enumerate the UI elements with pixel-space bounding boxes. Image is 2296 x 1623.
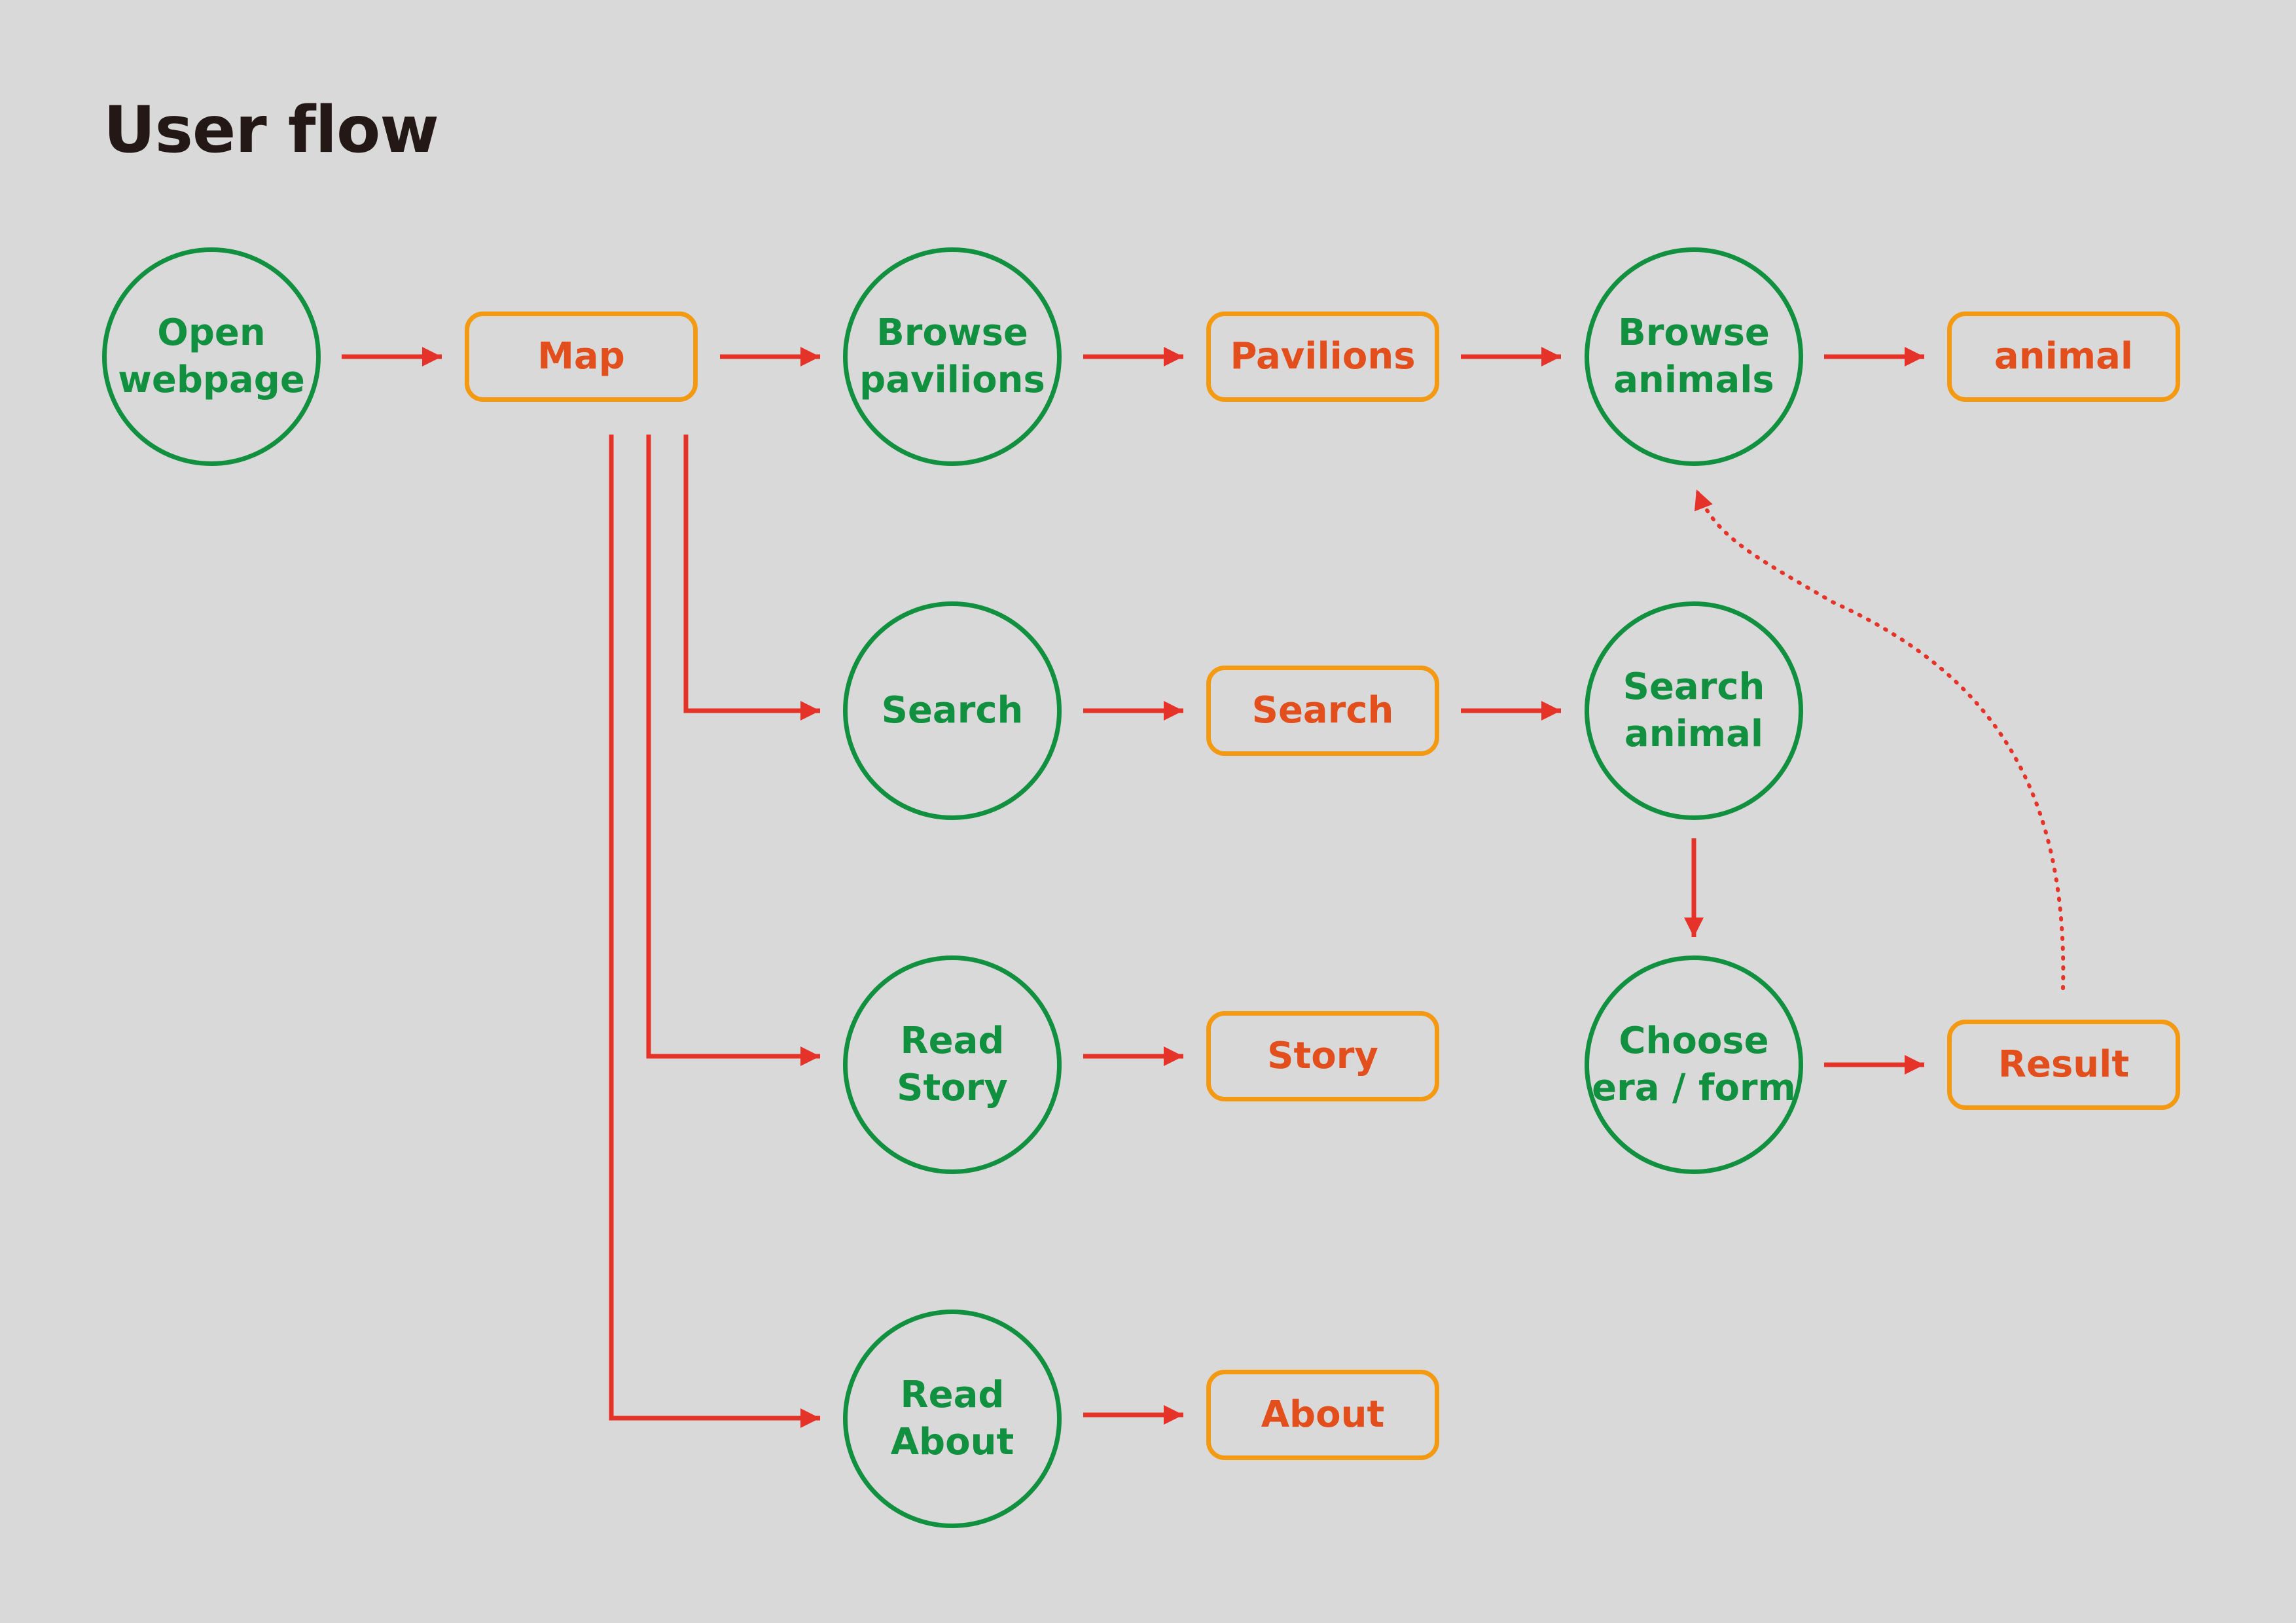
node-open-webpage[interactable]: Open webpage [102,247,321,466]
screen-map-label: Map [537,335,625,378]
node-browse-pavilions-label: Browse pavilions [859,312,1045,401]
edge-map-to-read-about [609,435,820,1428]
screen-map[interactable]: Map [465,312,698,402]
node-read-about[interactable]: Read About [843,1310,1062,1528]
edge-map-to-search [683,435,820,721]
screen-result-label: Result [1998,1043,2130,1086]
node-search[interactable]: Search [843,601,1062,820]
node-search-animal-label: Search animal [1623,666,1765,755]
screen-about[interactable]: About [1206,1370,1439,1460]
node-choose-era-form[interactable]: Choose era / form [1585,955,1803,1174]
node-browse-animals[interactable]: Browse animals [1585,247,1803,466]
node-choose-era-form-label: Choose era / form [1592,1020,1796,1109]
diagram-title: User flow [103,93,439,168]
node-open-webpage-label: Open webpage [118,312,305,401]
node-search-animal[interactable]: Search animal [1585,601,1803,820]
screen-search[interactable]: Search [1206,666,1439,756]
edge-map-to-read-story [646,435,820,1066]
screen-story[interactable]: Story [1206,1011,1439,1101]
screen-result[interactable]: Result [1947,1020,2180,1110]
screen-pavilions-label: Pavilions [1230,335,1416,378]
screen-search-label: Search [1251,689,1394,732]
node-read-story[interactable]: Read Story [843,955,1062,1174]
screen-pavilions[interactable]: Pavilions [1206,312,1439,402]
screen-story-label: Story [1267,1035,1378,1077]
screen-animal-label: animal [1994,335,2134,378]
node-browse-pavilions[interactable]: Browse pavilions [843,247,1062,466]
node-search-label: Search [881,689,1024,732]
screen-about-label: About [1261,1393,1385,1436]
node-read-story-label: Read Story [897,1020,1008,1109]
node-read-about-label: Read About [890,1374,1014,1463]
node-browse-animals-label: Browse animals [1613,312,1774,401]
screen-animal[interactable]: animal [1947,312,2180,402]
edge-result-to-browse-animals-dotted [1694,488,2066,990]
